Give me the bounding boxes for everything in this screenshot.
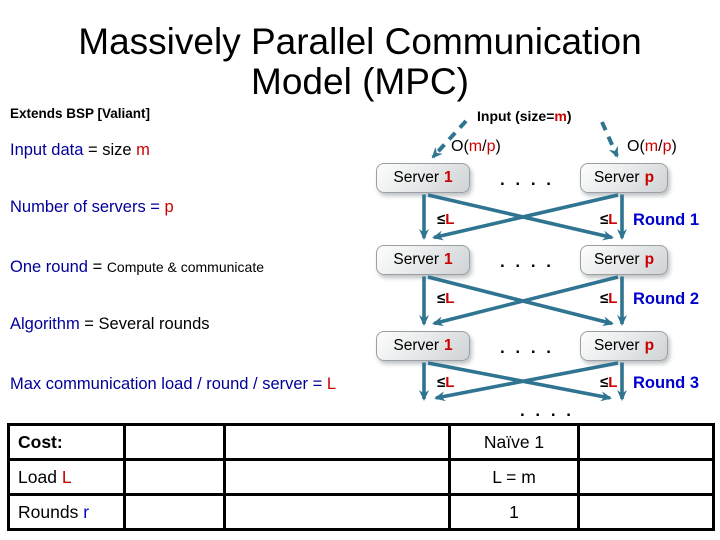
load-bound-label: ≤L xyxy=(600,374,618,391)
input-data-line: Input data = size m xyxy=(10,141,150,160)
empty-cell xyxy=(577,493,715,531)
table-row: Load L L = m xyxy=(7,458,715,496)
table-row: Cost: Naïve 1 xyxy=(7,423,715,461)
max-load-line: Max communication load / round / server … xyxy=(10,375,336,394)
table-row: Rounds r 1 xyxy=(7,493,715,531)
empty-cell xyxy=(123,493,226,531)
load-bound-label: ≤L xyxy=(437,374,455,391)
naive-load-cell: L = m xyxy=(448,458,580,496)
input-label-post: ) xyxy=(566,108,572,124)
ellipsis-row3: . . . . xyxy=(499,338,555,357)
input-size-value: m xyxy=(136,141,150,159)
empty-cell xyxy=(577,458,715,496)
input-arrow-right xyxy=(600,121,619,158)
algorithm-line: Algorithm = Several rounds xyxy=(10,315,210,334)
algorithm-term: Algorithm xyxy=(10,315,80,333)
input-data-term: Input data xyxy=(10,141,84,159)
round-3-label: Round 3 xyxy=(633,374,699,392)
input-size-label: Input (size=m) xyxy=(477,108,572,124)
input-data-mid: = size xyxy=(88,141,132,159)
load-bound-label: ≤L xyxy=(437,290,455,307)
ellipsis-bottom: . . . . xyxy=(519,401,575,420)
one-round-desc: Compute & communicate xyxy=(106,259,264,275)
one-round-term: One round xyxy=(10,258,88,276)
empty-cell xyxy=(123,423,226,461)
empty-cell xyxy=(577,423,715,461)
empty-cell xyxy=(223,423,451,461)
max-load-term: Max communication load / round / server … xyxy=(10,375,323,393)
input-label-pre: Input (size= xyxy=(477,108,555,124)
per-server-load-label-right: O(m/p) xyxy=(627,138,677,155)
num-servers-value: p xyxy=(164,198,174,216)
input-label-m: m xyxy=(554,108,567,124)
ellipsis-row2: . . . . xyxy=(499,252,555,271)
cost-table: Cost: Naïve 1 Load L L = m Rounds r 1 xyxy=(7,423,715,531)
empty-cell xyxy=(223,458,451,496)
load-bound-label: ≤L xyxy=(600,290,618,307)
algorithm-rest: = Several rounds xyxy=(84,315,210,333)
num-servers-line: Number of servers = p xyxy=(10,198,174,217)
load-label-cell: Load L xyxy=(7,458,126,496)
cost-header-cell: Cost: xyxy=(7,423,126,461)
one-round-eq: = xyxy=(92,258,103,276)
one-round-line: One round = Compute & communicate xyxy=(10,258,264,277)
naive-rounds-cell: 1 xyxy=(448,493,580,531)
num-servers-term: Number of servers = xyxy=(10,198,160,216)
ellipsis-row1: . . . . xyxy=(499,170,555,189)
empty-cell xyxy=(223,493,451,531)
page-title: Massively Parallel Communication Model (… xyxy=(0,22,720,102)
load-bound-label: ≤L xyxy=(437,211,455,228)
title-line-1: Massively Parallel Communication xyxy=(78,21,642,62)
empty-cell xyxy=(123,458,226,496)
rounds-label-cell: Rounds r xyxy=(7,493,126,531)
naive-header-cell: Naïve 1 xyxy=(448,423,580,461)
extends-note: Extends BSP [Valiant] xyxy=(10,106,151,121)
max-load-value: L xyxy=(326,375,337,393)
title-line-2: Model (MPC) xyxy=(251,61,469,102)
round-1-label: Round 1 xyxy=(633,211,699,229)
per-server-load-label-left: O(m/p) xyxy=(451,138,501,155)
round-2-label: Round 2 xyxy=(633,290,699,308)
load-bound-label: ≤L xyxy=(600,211,618,228)
